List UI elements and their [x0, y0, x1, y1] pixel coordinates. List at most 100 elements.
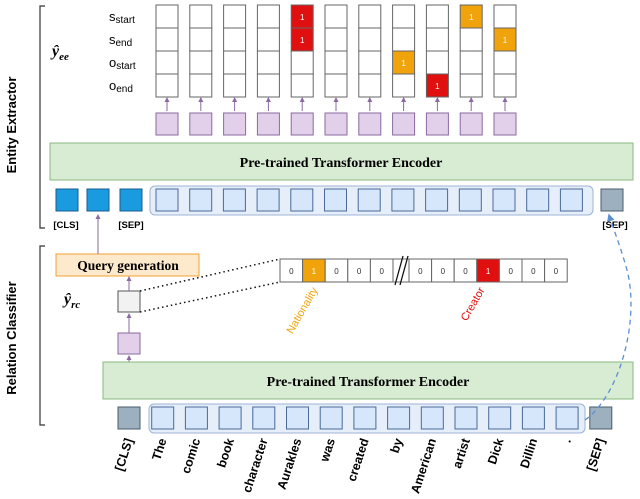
tag-row-label: oend: [109, 78, 133, 95]
token-word: comic: [179, 437, 203, 476]
top-output-vector: [155, 112, 179, 136]
tag-cell: [324, 27, 348, 52]
bottom-input-tokens: [117, 406, 613, 430]
tag-cell-value: 1: [401, 59, 406, 68]
tag-cell: [459, 50, 483, 75]
tag-cell: [425, 4, 449, 29]
tag-cell: [256, 4, 280, 29]
tag-cell: [358, 50, 382, 75]
token-word: character: [240, 436, 271, 494]
relation-cell-value: 0: [357, 267, 362, 276]
input-token-cell: [555, 406, 579, 430]
token-word: [SEP]: [584, 437, 608, 473]
token-word: created: [345, 437, 372, 484]
tag-matrix: 1 1 1 1 1 1: [155, 4, 517, 98]
cls-token-cell: [55, 188, 79, 212]
top-output-vector: [223, 112, 247, 136]
tag-row-label: ostart: [109, 55, 136, 72]
tag-row-label: send: [109, 32, 132, 49]
token-word: The: [149, 437, 169, 463]
query-token-cell: [86, 188, 110, 212]
relation-cell: [544, 258, 568, 283]
tag-cell: [189, 50, 213, 75]
relation-cell-value: 0: [508, 267, 513, 276]
tag-cell: [358, 73, 382, 98]
creator-label: Creator: [459, 285, 488, 323]
top-encoder-label: Pre-trained Transformer Encoder: [240, 156, 443, 171]
sep-end-token-cell: [600, 188, 624, 212]
sep-token-cell: [119, 188, 143, 212]
token-word: .: [560, 437, 574, 445]
context-token-cell: [222, 188, 246, 212]
tag-cell: [223, 27, 247, 52]
tag-cell: [459, 27, 483, 52]
tag-cell: [358, 4, 382, 29]
entity-output-symbol: ŷee: [50, 43, 69, 63]
token-word: [CLS]: [112, 437, 136, 473]
input-token-cell: [589, 406, 613, 430]
relation-cell-value: 0: [379, 267, 384, 276]
tag-cell: [324, 50, 348, 75]
relation-cell-value: 0: [463, 267, 468, 276]
relation-cell-value: 0: [334, 267, 339, 276]
context-token-cell: [357, 188, 381, 212]
input-token-cell: [454, 406, 478, 430]
tag-cell: [256, 50, 280, 75]
tag-cell: [493, 50, 517, 75]
tag-cell: [155, 27, 179, 52]
input-token-cell: [521, 406, 545, 430]
token-word: Dick: [485, 437, 506, 466]
tag-row-label: sstart: [109, 9, 135, 26]
relation-classifier-label: Relation Classifier: [4, 281, 19, 394]
top-output-vector: [290, 112, 314, 136]
top-output-vector: [392, 112, 416, 136]
tag-cell-value: 1: [300, 13, 305, 22]
tag-cell: [223, 73, 247, 98]
input-token-cell: [387, 406, 411, 430]
token-word: Aurakles: [275, 437, 305, 492]
zoom-line-bottom: [139, 281, 281, 313]
top-cls-label: [CLS]: [53, 220, 78, 231]
tag-cell: [324, 4, 348, 29]
relation-cell-value: 1: [486, 267, 491, 276]
tag-cell-value: 1: [469, 13, 474, 22]
zoom-line-top: [139, 258, 281, 292]
token-word: book: [214, 437, 237, 470]
relation-output-cell: [117, 290, 141, 313]
tag-cell: [290, 50, 314, 75]
break-mark: [399, 255, 409, 286]
input-token-cell: [151, 406, 175, 430]
tag-cell: [392, 4, 416, 29]
tag-cell: [189, 27, 213, 52]
top-sep-end-label: [SEP]: [602, 220, 627, 231]
context-token-cell: [458, 188, 482, 212]
relation-classifier-bracket: [39, 245, 45, 426]
input-token-cell: [218, 406, 242, 430]
tag-cell-value: 1: [503, 36, 508, 45]
tag-cell: [189, 4, 213, 29]
relation-output-symbol: ŷrc: [62, 291, 80, 311]
tag-cell: [155, 50, 179, 75]
relation-cell-value: 0: [418, 267, 423, 276]
tag-row-labels: sstart send ostart oend: [109, 9, 136, 95]
context-token-cell: [324, 188, 347, 212]
tag-cell-value: 1: [435, 82, 440, 91]
top-sep-label: [SEP]: [118, 220, 143, 231]
nationality-label: Nationality: [285, 285, 321, 336]
tag-cell: [425, 27, 449, 52]
tag-cell: [189, 73, 213, 98]
tag-cell: [392, 73, 416, 98]
input-token-cell: [286, 406, 309, 430]
top-encoder-box: [49, 142, 634, 181]
sep-feedback-arrow: [584, 213, 632, 421]
tag-cell-value: 1: [300, 36, 305, 45]
token-word: was: [317, 437, 338, 465]
token-word: by: [388, 437, 406, 455]
tag-cell: [223, 50, 247, 75]
tag-cell: [256, 27, 280, 52]
relation-cell-value: 0: [289, 267, 294, 276]
tag-cell: [324, 73, 348, 98]
context-token-cell: [526, 188, 550, 212]
tag-cell: [392, 27, 416, 52]
